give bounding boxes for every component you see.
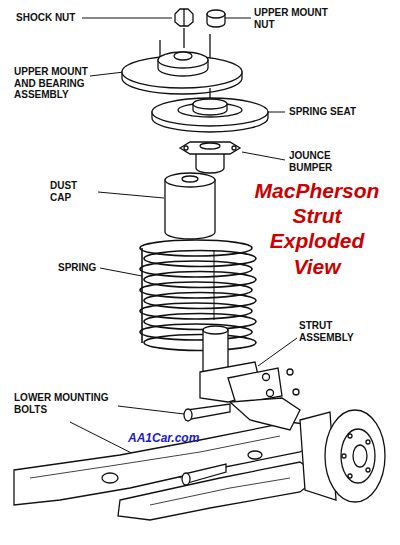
spring-seat <box>152 88 268 132</box>
part-label: SPRING SEAT <box>289 106 379 118</box>
lower-mounting-bolts <box>182 369 299 485</box>
upper-mount-nut <box>207 10 225 27</box>
strut-body <box>200 250 282 404</box>
diagram-title: MacPherson Strut Exploded View <box>252 178 382 279</box>
hub-rotor <box>300 410 385 502</box>
jounce-bumper <box>180 142 240 173</box>
part-label: SHOCK NUT <box>16 12 86 24</box>
part-label: UPPER MOUNT AND BEARING ASSEMBLY <box>14 66 94 101</box>
part-label: DUST CAP <box>50 180 98 203</box>
part-label: SPRING <box>58 262 108 274</box>
part-label: JOUNCE BUMPER <box>289 150 349 173</box>
part-label: UPPER MOUNT NUT <box>254 7 334 30</box>
coil-spring <box>140 240 256 351</box>
part-label: STRUT ASSEMBLY <box>299 320 369 343</box>
shock-nut <box>175 9 193 26</box>
watermark: AA1Car.com <box>128 432 238 446</box>
part-label: LOWER MOUNTING BOLTS <box>14 392 118 415</box>
subframe <box>14 398 322 520</box>
upper-mount <box>122 28 242 94</box>
dust-cap <box>165 173 215 239</box>
